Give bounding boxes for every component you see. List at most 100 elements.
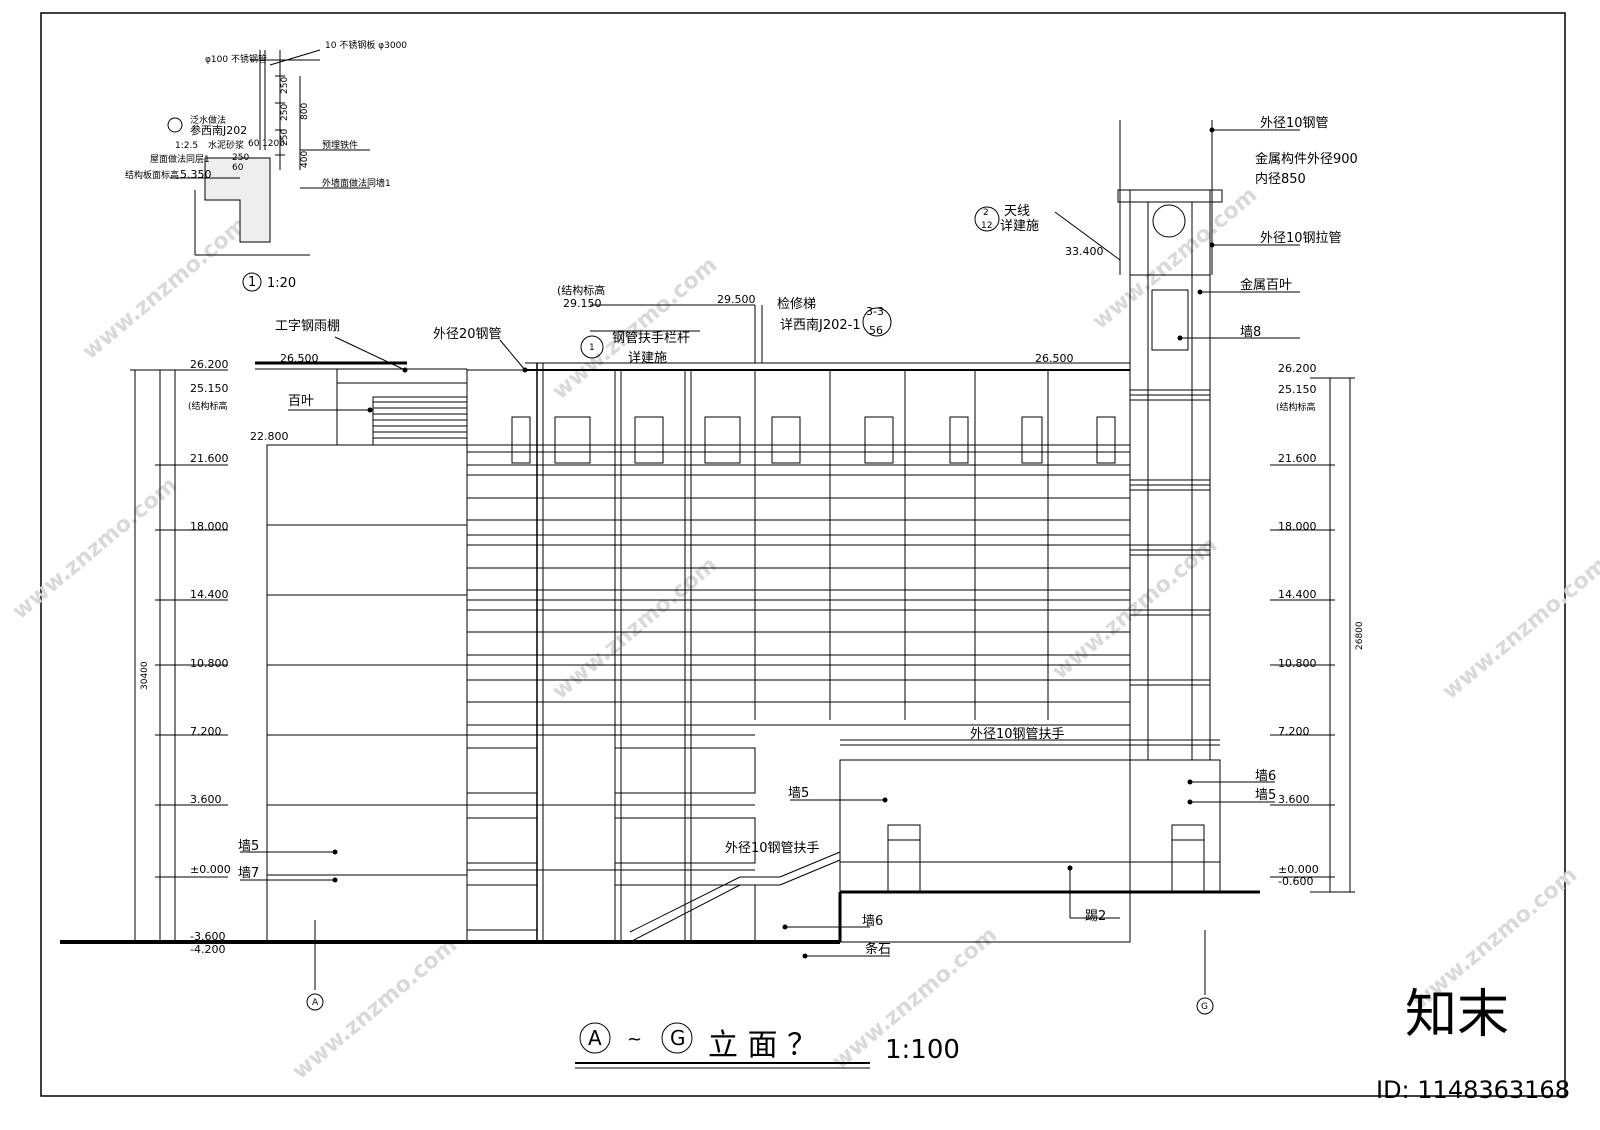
title-scale: 1:100 <box>885 1035 960 1065</box>
railing-label: 钢管扶手栏杆 <box>612 331 690 346</box>
wall6-bottom-label: 墙6 <box>862 914 883 929</box>
ladder-tag-bottom: 56 <box>869 324 883 337</box>
detail-dim: 60 <box>248 139 260 149</box>
detail-ref-label: 参西南J202 <box>190 123 247 137</box>
axis-label-left: A <box>312 998 319 1008</box>
left-elev: 21.600 <box>190 452 229 465</box>
detail-pipe-label: φ100 不锈钢管 <box>205 53 267 65</box>
pipe10-handrail-label: 外径10钢管扶手 <box>970 727 1065 742</box>
right-elevation-marks: 26.200 25.150 (结构标高 21.600 18.000 14.400… <box>1276 362 1319 888</box>
wall5-left-label: 墙5 <box>238 839 259 854</box>
left-elev: (结构标高 <box>188 400 228 412</box>
detail-dim: 250 <box>280 104 290 121</box>
watermark-site: www.znzmo.com <box>548 553 722 705</box>
drawing-frame <box>40 12 1566 1097</box>
railing-tag: 1 <box>589 343 595 353</box>
detail-dim: 250 <box>280 129 290 146</box>
right-total-dim: 26800 <box>1355 621 1365 650</box>
left-elevation-marks: 26.200 25.150 (结构标高 21.600 18.000 14.400… <box>188 358 231 956</box>
detail-embed-label: 预埋铁件 <box>322 139 358 151</box>
elev-33400: 33.400 <box>1065 245 1104 258</box>
title-axis-end: G <box>670 1026 686 1050</box>
detail-mortar-label: 水泥砂浆 <box>208 139 244 151</box>
right-elev: 7.200 <box>1278 725 1310 738</box>
id-watermark: ID: 1148363168 <box>1376 1076 1570 1104</box>
detail-dim: 400 <box>300 151 310 168</box>
leader-dots <box>332 127 1215 959</box>
elev-26500-right: 26.500 <box>1035 352 1074 365</box>
right-elev: 26.200 <box>1278 362 1317 375</box>
left-elev: 25.150 <box>190 382 229 395</box>
right-elev: 21.600 <box>1278 452 1317 465</box>
building-elevation <box>60 120 1355 1069</box>
watermark-site: www.znzmo.com <box>1438 553 1600 705</box>
metal-inner-label: 内径850 <box>1255 171 1306 187</box>
title-text: 立 面 ？ <box>708 1028 817 1063</box>
ladder-ref: 详西南J202-1 <box>780 317 861 333</box>
watermark-site: www.znzmo.com <box>8 473 182 625</box>
right-elev: (结构标高 <box>1276 401 1316 413</box>
detail-plate-label: 10 不锈钢板 φ3000 <box>325 39 407 51</box>
watermark-site: www.znzmo.com <box>78 213 252 365</box>
pipe10-tie-label: 外径10钢拉管 <box>1260 231 1342 246</box>
detail-dim: 250 <box>280 77 290 94</box>
railing-detail: 详建施 <box>628 351 667 366</box>
detail-dim: 1200 <box>262 139 285 149</box>
detail-dim: 60 <box>232 163 244 173</box>
detail-dim: 250 <box>232 153 249 163</box>
detail-scale: 1:20 <box>267 276 296 291</box>
left-elev: 3.600 <box>190 793 222 806</box>
right-elev: -0.600 <box>1278 875 1313 888</box>
right-elev: 10.800 <box>1278 657 1317 670</box>
detail-elev: 5.350 <box>180 168 212 181</box>
right-elev: 3.600 <box>1278 793 1310 806</box>
pipe20-label: 外径20钢管 <box>433 327 502 342</box>
left-elev: 26.200 <box>190 358 229 371</box>
title-tilde: ~ <box>627 1029 642 1050</box>
right-elev: ±0.000 <box>1278 863 1319 876</box>
left-elev: 7.200 <box>190 725 222 738</box>
axis-label-right: G <box>1201 1002 1208 1012</box>
antenna-tag-bottom: 12 <box>981 221 992 231</box>
left-elev: 10.800 <box>190 657 229 670</box>
strip-stone-label: 条石 <box>865 941 891 957</box>
antenna-detail: 详建施 <box>1000 219 1039 234</box>
antenna-tag-top: 2 <box>983 208 989 218</box>
detail-elev-label: 结构板面标高 <box>125 169 179 181</box>
detail-wall-label: 外墙面做法同墙1 <box>322 177 391 189</box>
left-elev: -3.600 <box>190 930 225 943</box>
step2-label: 踢2 <box>1085 909 1106 924</box>
elev-29500: 29.500 <box>717 293 756 306</box>
canopy-label: 工字钢雨棚 <box>275 319 340 334</box>
title-axis-start: A <box>588 1026 602 1050</box>
elev-22800: 22.800 <box>250 430 289 443</box>
wall8-label: 墙8 <box>1240 325 1261 340</box>
detail-1-20 <box>167 49 370 292</box>
brand-watermark: 知末 <box>1405 985 1509 1045</box>
left-elev: ±0.000 <box>190 863 231 876</box>
elev-29150: 29.150 <box>563 297 602 310</box>
right-elev: 25.150 <box>1278 383 1317 396</box>
left-elev: 14.400 <box>190 588 229 601</box>
left-elev: 18.000 <box>190 520 229 533</box>
detail-dim: 800 <box>300 103 310 120</box>
pipe10-handrail-label-2: 外径10钢管扶手 <box>725 841 820 856</box>
antenna-label: 天线 <box>1004 204 1030 219</box>
wall6-right-label: 墙6 <box>1255 769 1276 784</box>
wall5-right-label: 墙5 <box>1255 788 1276 803</box>
detail-roof-label: 屋面做法同层1 <box>150 153 210 165</box>
ladder-tag-top: 3-3 <box>866 305 884 318</box>
metal-outer-label: 金属构件外径900 <box>1255 151 1358 167</box>
right-elev: 14.400 <box>1278 588 1317 601</box>
watermark-site: www.znzmo.com <box>288 933 462 1085</box>
watermark-site: www.znzmo.com <box>548 253 722 405</box>
left-elev: -4.200 <box>190 943 225 956</box>
metal-louver-label: 金属百叶 <box>1240 277 1292 293</box>
wall7-left-label: 墙7 <box>238 866 259 881</box>
watermark-site: www.znzmo.com <box>1088 183 1262 335</box>
pipe10-label: 外径10钢管 <box>1260 116 1329 131</box>
elev-26500-left: 26.500 <box>280 352 319 365</box>
wall5-mid-label: 墙5 <box>788 786 809 801</box>
detail-mortar-ratio: 1:2.5 <box>175 141 198 151</box>
